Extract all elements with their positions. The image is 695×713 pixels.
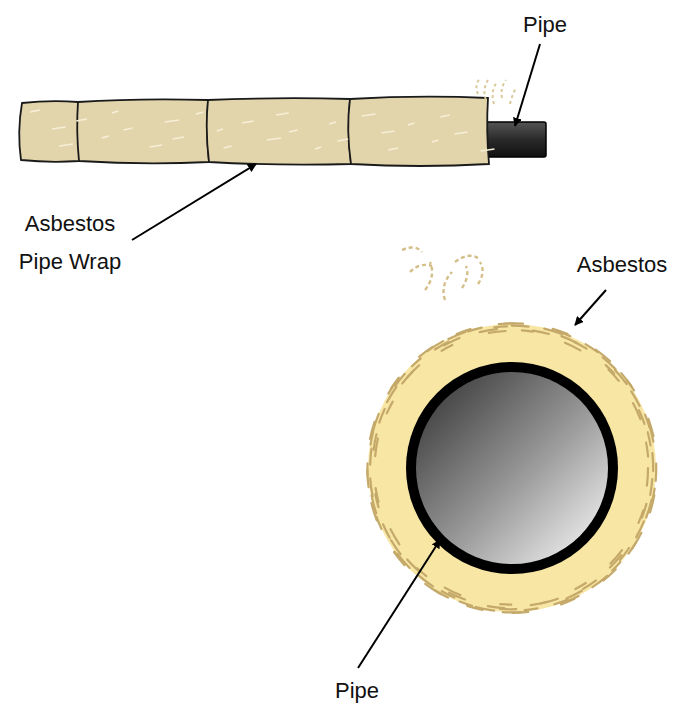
fiber-stroke [467,606,482,610]
leader-line [358,540,440,668]
asbestos-layer [368,324,656,612]
fiber-stroke [395,374,405,386]
fiber-stroke [650,479,652,495]
wrap-fiber [124,128,133,130]
leader-line [575,290,606,325]
wrap-fiber [196,112,204,114]
fiber-stroke [533,331,549,334]
fiber-stroke [522,330,533,331]
part-label: Asbestos Pipe Wrap [14,205,126,281]
fiber-stroke [610,555,621,567]
wrap-fiber [112,111,118,113]
fiber-stroke [655,464,658,481]
dust [476,78,516,104]
wrap-fiber [454,132,467,134]
asbestos-fibers [367,323,656,613]
fiber-stroke [373,414,379,432]
wrap-fiber [440,115,450,117]
leader-line [132,164,256,240]
wrap-segment [207,98,351,164]
fiber-stroke [488,606,504,608]
fiber-stroke [575,583,585,589]
fiber-stroke [387,402,393,414]
wrap-fiber [338,139,349,141]
fiber-stroke [504,322,523,325]
part-label: Pipe [485,6,605,44]
wrap-fiber [388,148,398,150]
fiber-stroke [647,468,648,486]
wrap-fiber [30,110,40,112]
part-label: Pipe [297,672,417,710]
fiber-stroke [525,608,538,610]
fiber-stroke [558,331,570,336]
wrap-fiber [224,146,232,148]
wrap-segment [77,99,209,163]
fiber-stroke [651,453,654,471]
fiber-stroke [489,331,506,333]
pipe-wrap [19,97,489,166]
wrap-segment [348,97,489,166]
fiber-stroke [596,350,611,362]
wrap-fiber [267,138,281,140]
fiber-stroke [444,338,459,345]
pipe-end [484,122,546,157]
wrap-segment [19,101,79,162]
fiber-stroke [468,328,482,332]
fiber-stroke [500,603,511,606]
dust [402,247,483,300]
fiber-stroke [639,511,644,523]
fiber-stroke [639,410,645,424]
fiber-stroke [374,434,377,450]
fiber-stroke [531,602,548,605]
wrap-fiber [481,149,495,151]
wrap-fiber [381,131,394,133]
fiber-stroke [627,381,634,391]
fiber-stroke [646,500,651,518]
part-label: Asbestos [557,246,687,284]
wrap-fiber [76,119,87,121]
fiber-stroke [391,529,400,544]
wrap-fiber [52,127,65,129]
fiber-stroke [646,443,648,457]
wrap-fiber [329,122,336,124]
leader-line [515,44,540,126]
wrap-fiber [276,113,289,115]
wrap-fiber [217,129,223,131]
fiber-stroke [366,463,368,475]
wrap-fiber [289,130,298,132]
fiber-stroke [408,365,420,377]
fiber-stroke [574,342,586,349]
fiber-stroke [460,602,472,606]
pipe-cross-section [367,323,656,613]
wrap-texture [30,110,495,151]
fiber-stroke [419,576,433,587]
fiber-stroke [370,449,371,465]
wrap-fiber [408,123,415,125]
wrap-fiber [165,120,179,122]
fiber-stroke [407,559,418,570]
wrap-fiber [242,121,254,123]
fiber-stroke [494,326,507,327]
fiber-stroke [376,488,379,502]
fiber-stroke [503,611,522,614]
fiber-stroke [383,524,390,537]
wrap-fiber [362,114,376,116]
wrap-fiber [432,140,438,142]
wrap-fiber [150,145,163,147]
leader-lines [132,44,606,668]
fiber-stroke [379,409,384,423]
fiber-stroke [512,326,529,327]
pipe-bore [416,372,608,564]
fiber-stroke [412,358,421,366]
fiber-stroke [370,478,373,496]
fiber-stroke [648,432,651,445]
wrap-fiber [59,144,73,146]
wrap-fiber [173,137,185,139]
wrap-fiber [102,136,109,138]
wrap-fiber [315,147,321,149]
